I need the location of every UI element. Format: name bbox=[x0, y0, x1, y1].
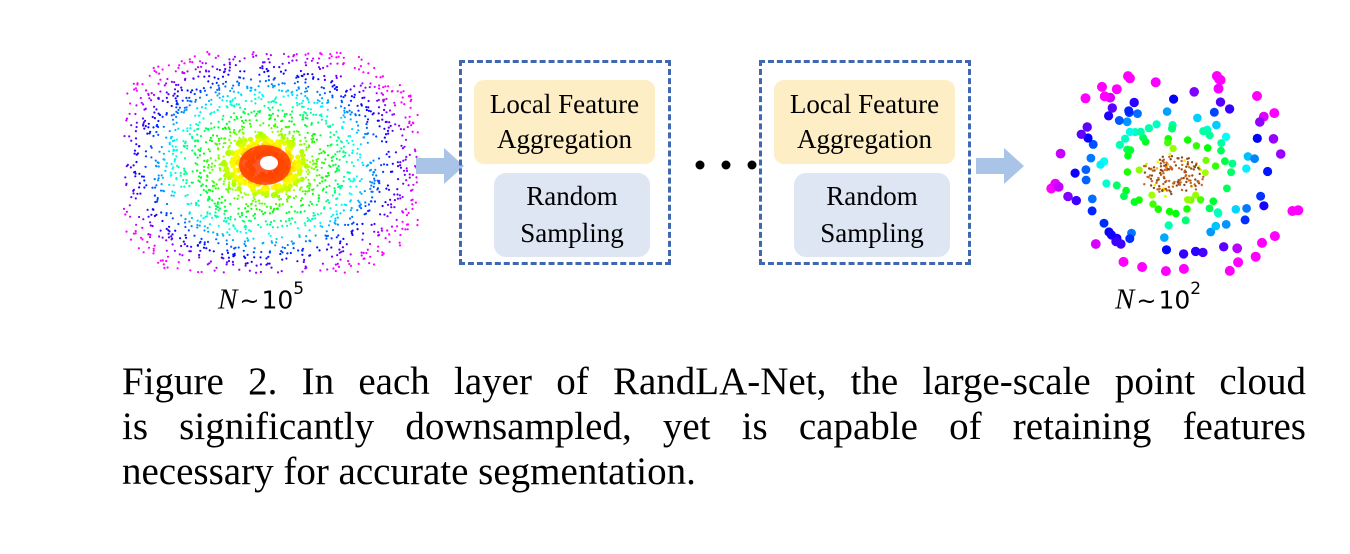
rs-label-line2: Sampling bbox=[520, 218, 624, 248]
input-size-label: N~105 bbox=[218, 279, 305, 316]
caption-line: necessary for accurate segmentation. bbox=[122, 450, 696, 493]
figure-caption: Figure 2. In each layer of RandLA-Net, t… bbox=[122, 359, 1306, 494]
input-point-cloud bbox=[122, 50, 419, 274]
rs-label-line1: Random bbox=[526, 181, 618, 211]
random-sampling-block: Random Sampling bbox=[794, 173, 950, 257]
output-point-cloud bbox=[1046, 71, 1304, 277]
output-size-label: N~102 bbox=[1115, 279, 1202, 316]
rs-label-line2: Sampling bbox=[820, 218, 924, 248]
lfa-label-line2: Aggregation bbox=[497, 124, 632, 154]
local-feature-aggregation-block: Local Feature Aggregation bbox=[774, 80, 955, 164]
ellipsis-dots-icon bbox=[695, 160, 757, 170]
right-arrow-icon bbox=[976, 148, 1024, 184]
lfa-label-line1: Local Feature bbox=[789, 89, 940, 119]
lfa-label-line2: Aggregation bbox=[797, 124, 932, 154]
network-layer-2: Local Feature Aggregation Random Samplin… bbox=[759, 60, 971, 265]
caption-line: Figure 2. In each layer of RandLA-Net, t… bbox=[122, 360, 1306, 403]
caption-line: is significantly downsampled, yet is cap… bbox=[122, 405, 1306, 448]
right-arrow-icon bbox=[416, 148, 464, 184]
network-layer-1: Local Feature Aggregation Random Samplin… bbox=[459, 60, 671, 265]
lfa-label-line1: Local Feature bbox=[489, 89, 640, 119]
local-feature-aggregation-block: Local Feature Aggregation bbox=[474, 80, 655, 164]
rs-label-line1: Random bbox=[826, 181, 918, 211]
random-sampling-block: Random Sampling bbox=[494, 173, 650, 257]
